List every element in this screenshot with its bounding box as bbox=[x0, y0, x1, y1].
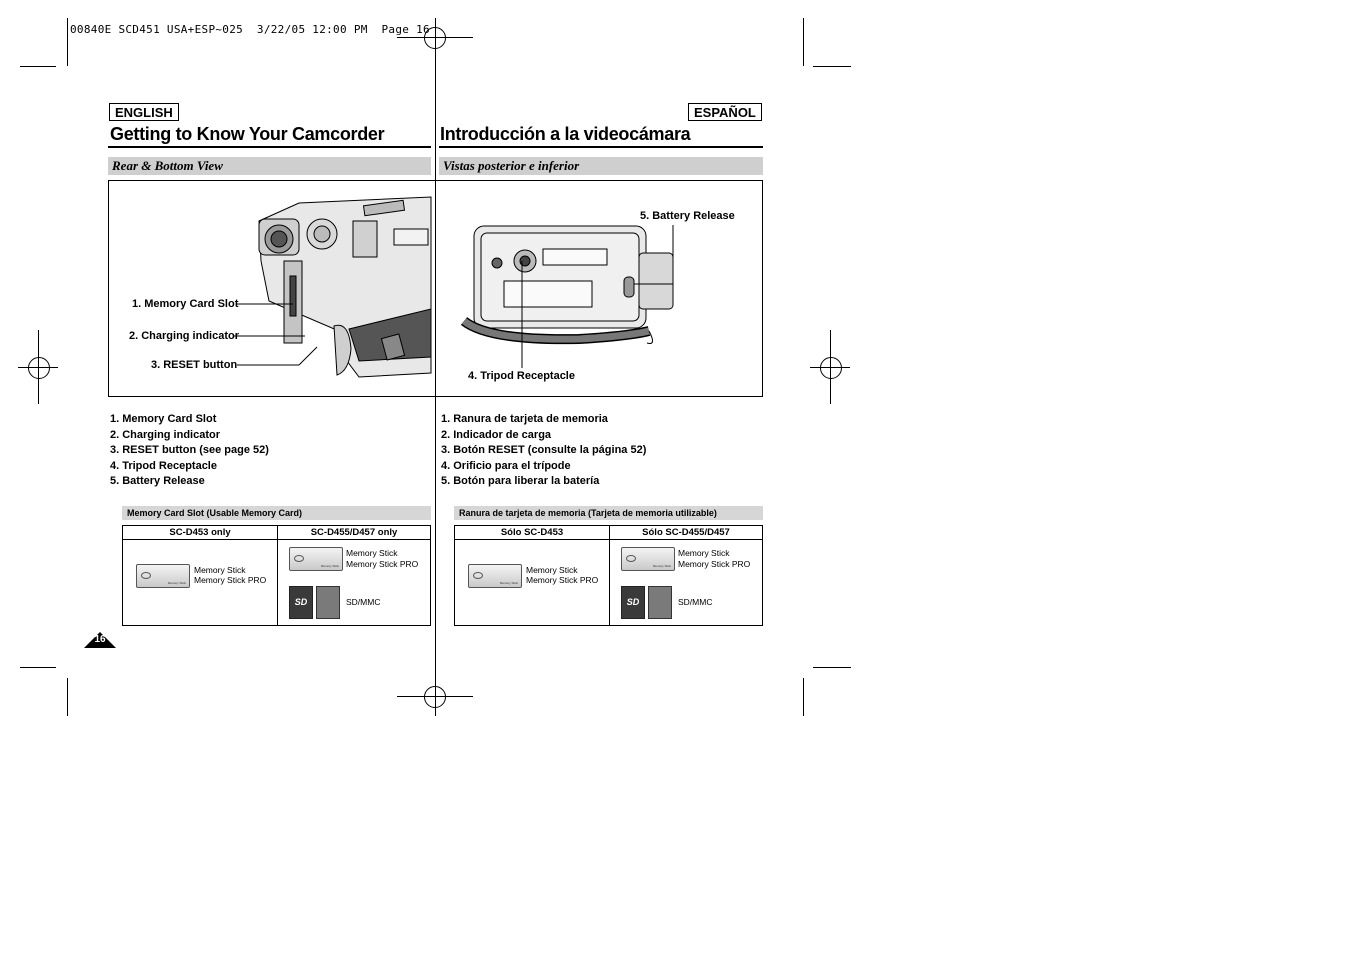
page-number-badge bbox=[84, 632, 116, 648]
list-item: 5. Battery Release bbox=[110, 475, 205, 487]
crop-mark bbox=[20, 66, 56, 67]
camcorder-illustration bbox=[233, 196, 674, 378]
section-heading-spanish: Vistas posterior e inferior bbox=[439, 157, 763, 175]
memory-stick-icon: Memory Stick bbox=[289, 547, 343, 571]
card-label: Memory Stick PRO bbox=[194, 575, 267, 585]
crop-mark bbox=[20, 667, 56, 668]
card-label: Memory Stick bbox=[346, 548, 398, 558]
table-cell: Memory Stick Memory Stick Memory Stick P… bbox=[609, 539, 763, 626]
column-header: Sólo SC-D455/D457 bbox=[609, 525, 763, 540]
crop-mark bbox=[67, 18, 68, 66]
page-number: 16 bbox=[94, 634, 106, 645]
crop-mark bbox=[803, 678, 804, 716]
registration-mark bbox=[820, 357, 842, 379]
parts-list-english: 1. Memory Card Slot 2. Charging indicato… bbox=[110, 412, 269, 490]
card-label: SD/MMC bbox=[678, 597, 713, 607]
mmc-card-icon bbox=[648, 586, 672, 619]
list-item: 4. Orificio para el trípode bbox=[441, 459, 571, 472]
callout-charging-indicator: 2. Charging indicator bbox=[129, 330, 240, 342]
bottom-view-camcorder bbox=[460, 225, 674, 345]
list-item: 3. RESET button (see page 52) bbox=[110, 444, 269, 456]
column-header: Sólo SC-D453 bbox=[454, 525, 610, 540]
list-item: 4. Tripod Receptacle bbox=[110, 459, 217, 472]
english-badge: ENGLISH bbox=[109, 103, 179, 121]
list-item: 1. Memory Card Slot bbox=[110, 413, 217, 425]
table-cell: Memory Stick Memory Stick Memory Stick P… bbox=[277, 539, 431, 626]
crop-mark bbox=[813, 667, 851, 668]
card-label: Memory Stick bbox=[526, 565, 578, 575]
callout-reset-button: 3. RESET button bbox=[151, 359, 238, 371]
section-heading-english: Rear & Bottom View bbox=[108, 157, 431, 175]
card-label: SD/MMC bbox=[346, 597, 381, 607]
rear-view-camcorder bbox=[258, 196, 432, 378]
memory-stick-icon: Memory Stick bbox=[136, 564, 190, 588]
list-item: 5. Botón para liberar la batería bbox=[441, 475, 600, 487]
memory-stick-icon: Memory Stick bbox=[621, 547, 675, 571]
sd-card-icon: SD bbox=[621, 586, 645, 619]
card-label: Memory Stick bbox=[678, 548, 730, 558]
center-divider bbox=[435, 18, 436, 716]
list-item: 2. Charging indicator bbox=[110, 428, 221, 441]
sd-card-icon: SD bbox=[289, 586, 313, 619]
column-header: SC-D453 only bbox=[122, 525, 278, 540]
callout-leaders bbox=[233, 225, 674, 368]
card-label: Memory Stick PRO bbox=[526, 575, 599, 585]
card-label: Memory Stick PRO bbox=[346, 559, 419, 569]
camcorder-figure: 1. Memory Card Slot 2. Charging indicato… bbox=[108, 180, 763, 397]
table-title-spanish: Ranura de tarjeta de memoria (Tarjeta de… bbox=[454, 506, 763, 520]
title-rule bbox=[439, 146, 763, 148]
callout-battery-release: 5. Battery Release bbox=[640, 210, 735, 222]
card-label: Memory Stick bbox=[194, 565, 246, 575]
callout-memory-card-slot: 1. Memory Card Slot bbox=[132, 298, 239, 310]
table-cell: Memory Stick Memory Stick Memory Stick P… bbox=[454, 539, 610, 626]
crop-mark bbox=[803, 18, 804, 66]
memory-card-table-english: SC-D453 only SC-D455/D457 only Memory St… bbox=[122, 525, 431, 626]
parts-list-spanish: 1. Ranura de tarjeta de memoria 2. Indic… bbox=[441, 412, 646, 490]
mmc-card-icon bbox=[316, 586, 340, 619]
list-item: 1. Ranura de tarjeta de memoria bbox=[441, 413, 608, 425]
crop-mark bbox=[67, 678, 68, 716]
callout-tripod-receptacle: 4. Tripod Receptacle bbox=[468, 370, 575, 382]
column-header: SC-D455/D457 only bbox=[277, 525, 431, 540]
registration-mark bbox=[28, 357, 50, 379]
spanish-badge: ESPAÑOL bbox=[688, 103, 762, 121]
table-title-english: Memory Card Slot (Usable Memory Card) bbox=[122, 506, 431, 520]
list-item: 2. Indicador de carga bbox=[441, 428, 552, 441]
title-rule bbox=[108, 146, 431, 148]
card-label: Memory Stick PRO bbox=[678, 559, 751, 569]
crop-mark bbox=[813, 66, 851, 67]
memory-card-table-spanish: Sólo SC-D453 Sólo SC-D455/D457 Memory St… bbox=[454, 525, 763, 626]
list-item: 3. Botón RESET (consulte la página 52) bbox=[441, 444, 647, 456]
table-cell: Memory Stick Memory Stick Memory Stick P… bbox=[122, 539, 278, 626]
memory-stick-icon: Memory Stick bbox=[468, 564, 522, 588]
page-title-spanish: Introducción a la videocámara bbox=[440, 124, 691, 144]
page-title-english: Getting to Know Your Camcorder bbox=[110, 124, 385, 144]
print-header: 00840E SCD451 USA+ESP~025 3/22/05 12:00 … bbox=[70, 23, 430, 36]
